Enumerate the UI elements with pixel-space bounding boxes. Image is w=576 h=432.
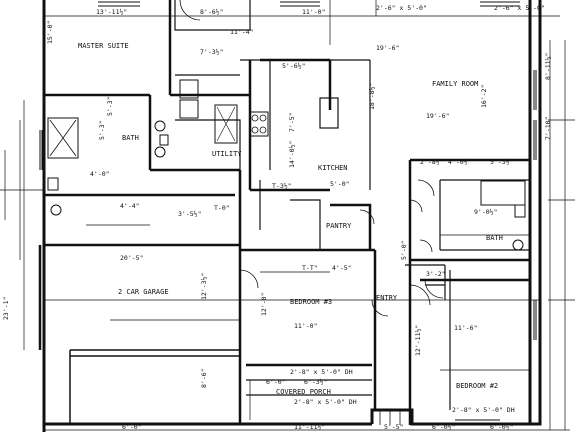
door-swing xyxy=(179,0,444,317)
room-garage: 2 CAR GARAGE xyxy=(118,288,169,296)
tub-x xyxy=(49,119,77,157)
dimension-label: 8'-6½" xyxy=(200,8,223,16)
washer xyxy=(179,79,199,99)
window xyxy=(39,1,537,425)
sink-icon xyxy=(50,204,62,216)
room-bedroom-2: BEDROOM #2 xyxy=(456,382,498,390)
dimension-label: 6'-0" xyxy=(122,423,142,431)
dimension-label: 2'-6" x 5'-0" xyxy=(494,4,545,12)
room-kitchen: KITCHEN xyxy=(318,164,348,172)
dimension-label: 9'-0½" xyxy=(474,208,497,216)
sink-icon xyxy=(154,120,166,132)
dimension-label: 4'-0" xyxy=(90,170,110,178)
dimension-label: 11'-4" xyxy=(230,28,253,36)
dimension-label: 11'-11½" xyxy=(294,423,325,431)
kitchen-island xyxy=(319,97,339,129)
dimension-label: 5'-5" xyxy=(384,423,404,431)
room-bath-master: BATH xyxy=(122,134,139,142)
dimension-label: 3'-5½" xyxy=(178,210,201,218)
toilet xyxy=(47,177,59,191)
toilet xyxy=(159,134,169,146)
dimension-label: 16'-2" xyxy=(480,85,488,108)
dryer xyxy=(179,99,199,119)
sink-icon xyxy=(512,239,524,251)
dimension-label: 12'-11½" xyxy=(414,325,422,356)
dimension-label: 5'-0" xyxy=(330,180,350,188)
exterior-wall xyxy=(42,0,542,432)
sink-icon xyxy=(154,146,166,158)
entry-steps xyxy=(379,410,401,425)
dimension-label: 3'-2" xyxy=(426,270,446,278)
dimension-label: 2'-8" x 5'-0" DH xyxy=(290,368,353,376)
dimension-label: 5'-6½" xyxy=(282,62,305,70)
dimension-label: 7'-10" xyxy=(544,117,552,140)
dimension-label: 5'-3" xyxy=(98,120,106,140)
dimension-label: 15'-0" xyxy=(46,21,54,44)
dimension-label: 4'-4" xyxy=(120,202,140,210)
dimension-label: 6'-0" xyxy=(266,378,286,386)
shower xyxy=(214,104,238,144)
dimension-label: 8'-11½" xyxy=(544,53,552,80)
dimension-label: 11'-6" xyxy=(454,324,477,332)
dimension-label: 7'-5" xyxy=(288,112,296,132)
shower-x xyxy=(216,106,236,142)
dimension-label: 23'-1" xyxy=(2,297,10,320)
dimension-label: 4'-5" xyxy=(332,264,352,272)
dimension-label: 8'-6" xyxy=(200,368,208,388)
dimension-label: 2'-8½" xyxy=(420,158,443,166)
dimension-label: T-0" xyxy=(214,204,230,212)
dimension-label: 13'-11½" xyxy=(96,8,127,16)
room-entry: ENTRY xyxy=(376,294,398,302)
room-bedroom-3: BEDROOM #3 xyxy=(290,298,332,306)
bathtub xyxy=(480,180,526,206)
room-bath-2: BATH xyxy=(486,234,503,242)
dimension-label: T-3½" xyxy=(272,182,292,190)
burner xyxy=(251,114,259,122)
dimension-label: 12'-0" xyxy=(260,293,268,316)
room-covered-porch: COVERED PORCH xyxy=(276,388,331,396)
room-master-suite: MASTER SUITE xyxy=(78,42,129,50)
dimension-label: T-T" xyxy=(302,264,318,272)
dimension-label: 19'-6" xyxy=(376,44,399,52)
dimension-label: 5'-3½" xyxy=(490,158,513,166)
burner xyxy=(251,126,259,134)
toilet xyxy=(514,204,526,218)
dimension-label: 19'-6" xyxy=(426,112,449,120)
dimension-label: 14'-0½" xyxy=(288,141,296,168)
burner xyxy=(259,114,267,122)
dimension-label: 20'-5" xyxy=(120,254,143,262)
master-tub xyxy=(47,117,79,159)
burner xyxy=(259,126,267,134)
dimension-label: 2'-8" x 5'-0" DH xyxy=(294,398,357,406)
dimension-label: 2'-8" x 5'-0" DH xyxy=(452,406,515,414)
room-pantry: PANTRY xyxy=(326,222,352,230)
dimension-label: 11'-0" xyxy=(302,8,325,16)
dimension-label: 11'-0" xyxy=(294,322,317,330)
dimension-label: 2'-6" x 5'-0" xyxy=(376,4,427,12)
dimension-label: 12'-3½" xyxy=(200,273,208,300)
dimension-label: 6'-3½" xyxy=(304,378,327,386)
dimension-label: 7'-3½" xyxy=(200,48,223,56)
partition-walls xyxy=(174,0,530,410)
dimension-label: 5'-0" xyxy=(400,240,408,260)
dimension-label: 4'-0½" xyxy=(448,158,471,166)
room-family-room: FAMILY ROOM xyxy=(432,80,478,88)
dimension-label: 6'-0½" xyxy=(490,423,513,431)
dimension-label: 5'-3" xyxy=(106,96,114,116)
dimension-label: 18'-8½" xyxy=(368,83,376,110)
range xyxy=(249,111,269,137)
dimension-label: 6'-0½" xyxy=(432,423,455,431)
room-utility: UTILITY xyxy=(212,150,242,158)
garage-door xyxy=(69,349,240,424)
